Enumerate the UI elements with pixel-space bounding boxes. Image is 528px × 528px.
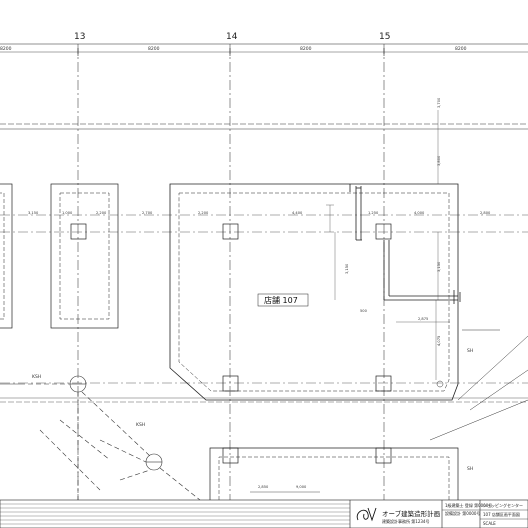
firm-logo: [356, 507, 377, 522]
dim-row-c: 2,200: [96, 211, 107, 215]
grid-label-15: 15: [379, 32, 390, 42]
dim-row-b: 1,000: [62, 211, 73, 215]
grid-spacing-mid2: 8200: [300, 46, 312, 52]
dim-v-right-low: 3,150: [437, 261, 441, 272]
dim-row-a: 3,150: [28, 211, 39, 215]
ksh-label-2: KSH: [136, 422, 145, 428]
dim-row-g: 1,250: [368, 211, 379, 215]
grid-spacing-mid1: 8200: [148, 46, 160, 52]
grid-spacing-left: 8200: [0, 46, 12, 52]
grid-label-14: 14: [226, 32, 238, 42]
dim-row-i: 2,800: [480, 211, 491, 215]
dim-h-small: 500: [360, 309, 368, 313]
grid-header: [0, 43, 528, 520]
drawing-title: 107 店舗区画平面図: [483, 511, 520, 517]
right-diagonals: [429, 329, 528, 441]
dim-v-right-btm: 4,075: [437, 336, 441, 346]
info-2: 設備設計 第0000号: [445, 510, 480, 516]
sh-label-1: SH: [467, 348, 473, 354]
project-name: ショッピングセンター: [483, 502, 523, 508]
title-block: [0, 499, 528, 528]
dim-v-inner: 3,150: [345, 263, 349, 274]
info-1: 1級建築士 登録 第0000号: [445, 502, 492, 508]
scale-label: SCALE: [483, 521, 496, 526]
dim-row-h: 4,000: [414, 211, 425, 215]
dim-v-right-top: 3,700: [437, 97, 441, 108]
firm-sub: 建築設計事務所 第1234号: [382, 518, 429, 524]
dim-v-right-mid: 3,800: [437, 155, 441, 166]
firm-name: オーブ建築造形計画: [382, 509, 440, 518]
shop-columns: [222, 223, 392, 392]
dim-h-inner: 2,875: [418, 317, 428, 321]
dim-row-f: 4,400: [292, 211, 303, 215]
room-label: 店舗 107: [264, 295, 298, 305]
shop-107-outline: [169, 183, 459, 401]
interior-partition: [349, 184, 461, 304]
ksh-piping: [0, 375, 201, 520]
dim-row-e: 2,200: [198, 211, 209, 215]
room-label-box: [257, 293, 309, 307]
grid-label-13: 13: [74, 32, 85, 42]
dim-row-d: 2,700: [142, 211, 153, 215]
column-unit-13: [50, 183, 119, 329]
dim-h-bottom2: 9,000: [296, 485, 307, 489]
grid-spacing-right: 8200: [455, 46, 467, 52]
ksh-label-1: KSH: [32, 374, 41, 380]
dim-h-bottom: 2,850: [258, 485, 269, 489]
left-partial-unit: [0, 183, 13, 329]
lower-unit: [209, 447, 459, 528]
partition-dims: [326, 110, 450, 380]
sh-label-2: SH: [467, 466, 473, 472]
